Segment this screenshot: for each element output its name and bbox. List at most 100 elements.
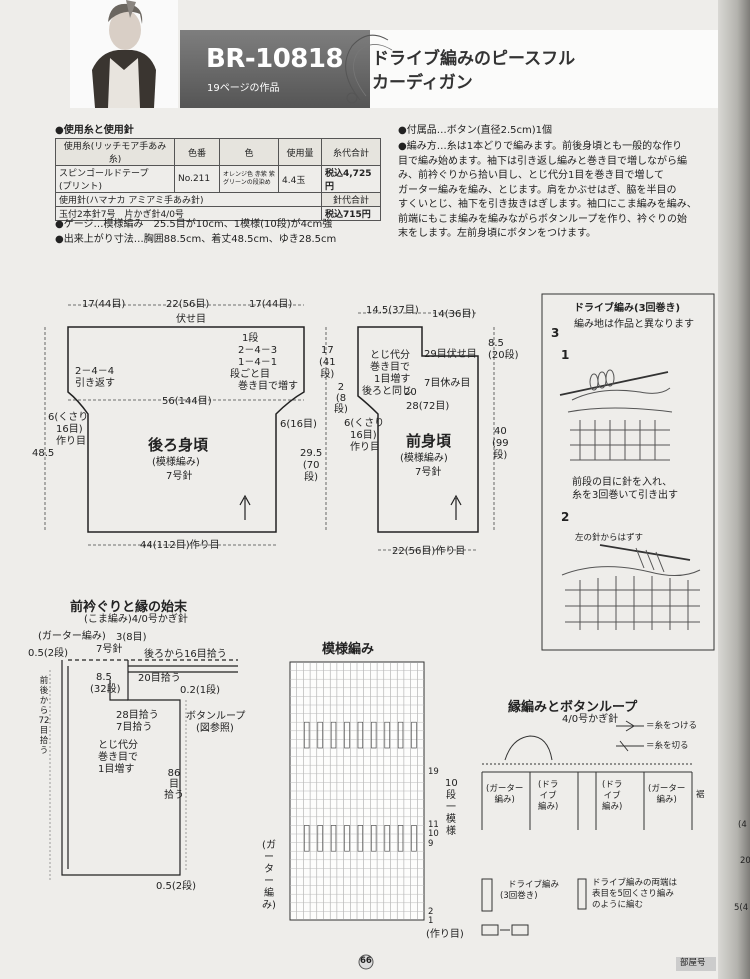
pattern-code: BR-10818 xyxy=(206,44,344,74)
l3-line: 29.5 xyxy=(300,448,323,459)
v-char: ら xyxy=(39,706,49,716)
back-short-row: 2－4－4 引き返す xyxy=(75,366,115,390)
v-char: 後 xyxy=(39,686,49,696)
front-cast-on-left: 6(くさり 16目) 作り目 xyxy=(344,418,384,454)
l3-line: 段) xyxy=(304,472,319,483)
materials-col-colorno: 色番 xyxy=(174,138,220,166)
k-line: 表目を5回くさり編み xyxy=(592,889,674,899)
front-left-17: 17 (41 段) xyxy=(319,345,336,381)
back-top-right: 17(44目) xyxy=(249,299,293,310)
attach-yarn-icon xyxy=(616,720,644,732)
method-line: すくいとじ、袖下を引き抜きはぎします。袖口にこま編みを編み、 xyxy=(398,199,697,210)
collar-inner-note: とじ代分 巻き目で 1目増す xyxy=(98,740,138,776)
inner-line: とじ代分 xyxy=(370,350,410,361)
short-row-line: 2－4－4 xyxy=(75,366,115,377)
collar-needle-7: 7号針 xyxy=(96,644,123,655)
collar-85: 8.5 (32段) xyxy=(90,672,121,696)
n85-line: (32段) xyxy=(90,684,121,695)
front-top-left: 14.5(37目) xyxy=(366,305,419,316)
c-line: イブ xyxy=(603,791,621,801)
method-line: み、前衿ぐりから拾い目し、とじ代分1目を巻き目で増して xyxy=(398,170,665,181)
c-line: イブ xyxy=(539,791,557,801)
l-line: 段) xyxy=(320,369,335,380)
r-line: 40 xyxy=(493,426,507,437)
g-char: ー xyxy=(264,852,274,863)
drive-number-3: 3 xyxy=(551,326,560,340)
page-number-badge xyxy=(358,954,374,970)
cap-line: 前段の目に針を入れ、 xyxy=(572,477,673,488)
loop-line: ボタンループ xyxy=(186,711,246,722)
materials-needle-cost-value: 税込715円 xyxy=(321,206,381,221)
collar-button-loop: ボタンループ (図参照) xyxy=(186,711,245,735)
inner-line: 後ろと同じ xyxy=(362,386,412,397)
materials-amount-value: 4.4玉 xyxy=(278,165,322,193)
rep-char: 模 xyxy=(446,814,456,825)
l3-line: (70 xyxy=(302,460,320,471)
side-line: 16目) xyxy=(350,430,377,441)
yarn-print: (プリント) xyxy=(59,182,103,192)
p86-line: 目 xyxy=(169,779,179,790)
method-line: ●編み方…糸は1本どりで編みます。前後身頃とも一般的な作り xyxy=(398,141,683,152)
front-held-sts: 7目休み目 xyxy=(424,378,471,389)
n85-line: 8.5 xyxy=(96,672,112,683)
edge-text-2: 20 xyxy=(740,856,750,866)
back-increase-note: 1段 2－4－3 1－4－1 段ごと目 巻き目で増す xyxy=(230,333,298,393)
drive-note: 編み地は作品と異なります xyxy=(574,319,694,330)
c-line: 編み) xyxy=(656,795,677,805)
key-box-right xyxy=(511,924,529,936)
l-line: (41 xyxy=(319,357,336,368)
materials-needle-value: 玉付2本針7号 片かぎ針4/0号 xyxy=(55,206,322,221)
incr-line: 1段 xyxy=(242,333,259,344)
rep-char: 10 xyxy=(445,778,458,789)
cut-yarn-icon xyxy=(616,740,644,752)
p86-line: 拾う xyxy=(164,790,184,801)
g-char: ー xyxy=(264,876,274,887)
drive-title: ドライブ編み(3回巻き) xyxy=(574,303,681,314)
materials-col-yarn: 使用糸(リッチモア手あみ糸) xyxy=(55,138,175,166)
collar-back-pick: 後ろから16目拾う xyxy=(144,649,227,660)
back-body-pattern: (模様編み) xyxy=(152,457,200,468)
collar-05-top: 0.5(2段) xyxy=(28,648,69,659)
row-label-10: 10 xyxy=(428,829,439,839)
method-text: ●編み方…糸は1本どりで編みます。前後身頃とも一般的な作り 目で編み始めます。袖… xyxy=(398,140,697,242)
side-line: 作り目 xyxy=(56,436,86,447)
front-top-right: 14(36目) xyxy=(432,309,476,320)
front-body-outline xyxy=(357,326,479,533)
collar-garter: (ガーター編み) xyxy=(38,631,106,642)
rep-char: 様 xyxy=(446,826,456,837)
key-box-left xyxy=(481,924,499,936)
materials-table: 使用糸(リッチモア手あみ糸) 色番 色 使用量 糸代合計 スピンゴールドテープ(… xyxy=(55,138,381,221)
side-line: 6(くさり xyxy=(48,412,89,423)
edging-col-garter-right: (ガーター 編み) xyxy=(648,784,685,806)
front-cast-on-bottom: 22(56目)作り目 xyxy=(392,546,466,557)
back-side-right: 6(16目) xyxy=(280,419,317,430)
method-line: 末をします。左前身頃にボタンをつけます。 xyxy=(398,228,596,239)
v-char: 72 xyxy=(38,716,50,726)
edge-text-3: 5(4 xyxy=(734,903,749,913)
materials-col-amount: 使用量 xyxy=(278,138,322,166)
back-top-left: 17(44目) xyxy=(82,299,126,310)
row-label-2: 2 xyxy=(428,907,434,917)
g-char: (ガ xyxy=(262,840,276,851)
drive-key-symbol xyxy=(481,878,493,912)
edging-title: 縁編みとボタンループ xyxy=(508,700,638,715)
v-char: 拾 xyxy=(39,736,49,746)
page-edge xyxy=(718,0,750,979)
drive-caption-2: 左の針からはずす xyxy=(575,533,644,543)
p86-line: 86 xyxy=(167,768,181,779)
edging-hem: 裾 xyxy=(696,790,705,800)
collar-3-8: 3(8目) xyxy=(116,632,147,643)
c-line: (ドラ xyxy=(602,780,623,790)
drive-step-1: 1 xyxy=(561,348,570,362)
cap-line: 糸を3回巻いて引き出す xyxy=(572,490,679,501)
k-line: ドライブ編みの両端は xyxy=(592,878,678,888)
legend-attach: ＝糸をつける xyxy=(646,721,698,731)
incr-line: 段ごと目 xyxy=(230,369,270,380)
pattern-title: 模様編み xyxy=(322,642,375,657)
front-inner-note: とじ代分 巻き目で 1目増す 後ろと同じ xyxy=(362,350,412,398)
rt-line: (20段) xyxy=(488,350,519,361)
front-width-28: 28(72目) xyxy=(406,401,450,412)
page-number: 66 xyxy=(360,956,372,966)
edging-col-drive-left: (ドラ イブ 編み) xyxy=(538,780,558,813)
